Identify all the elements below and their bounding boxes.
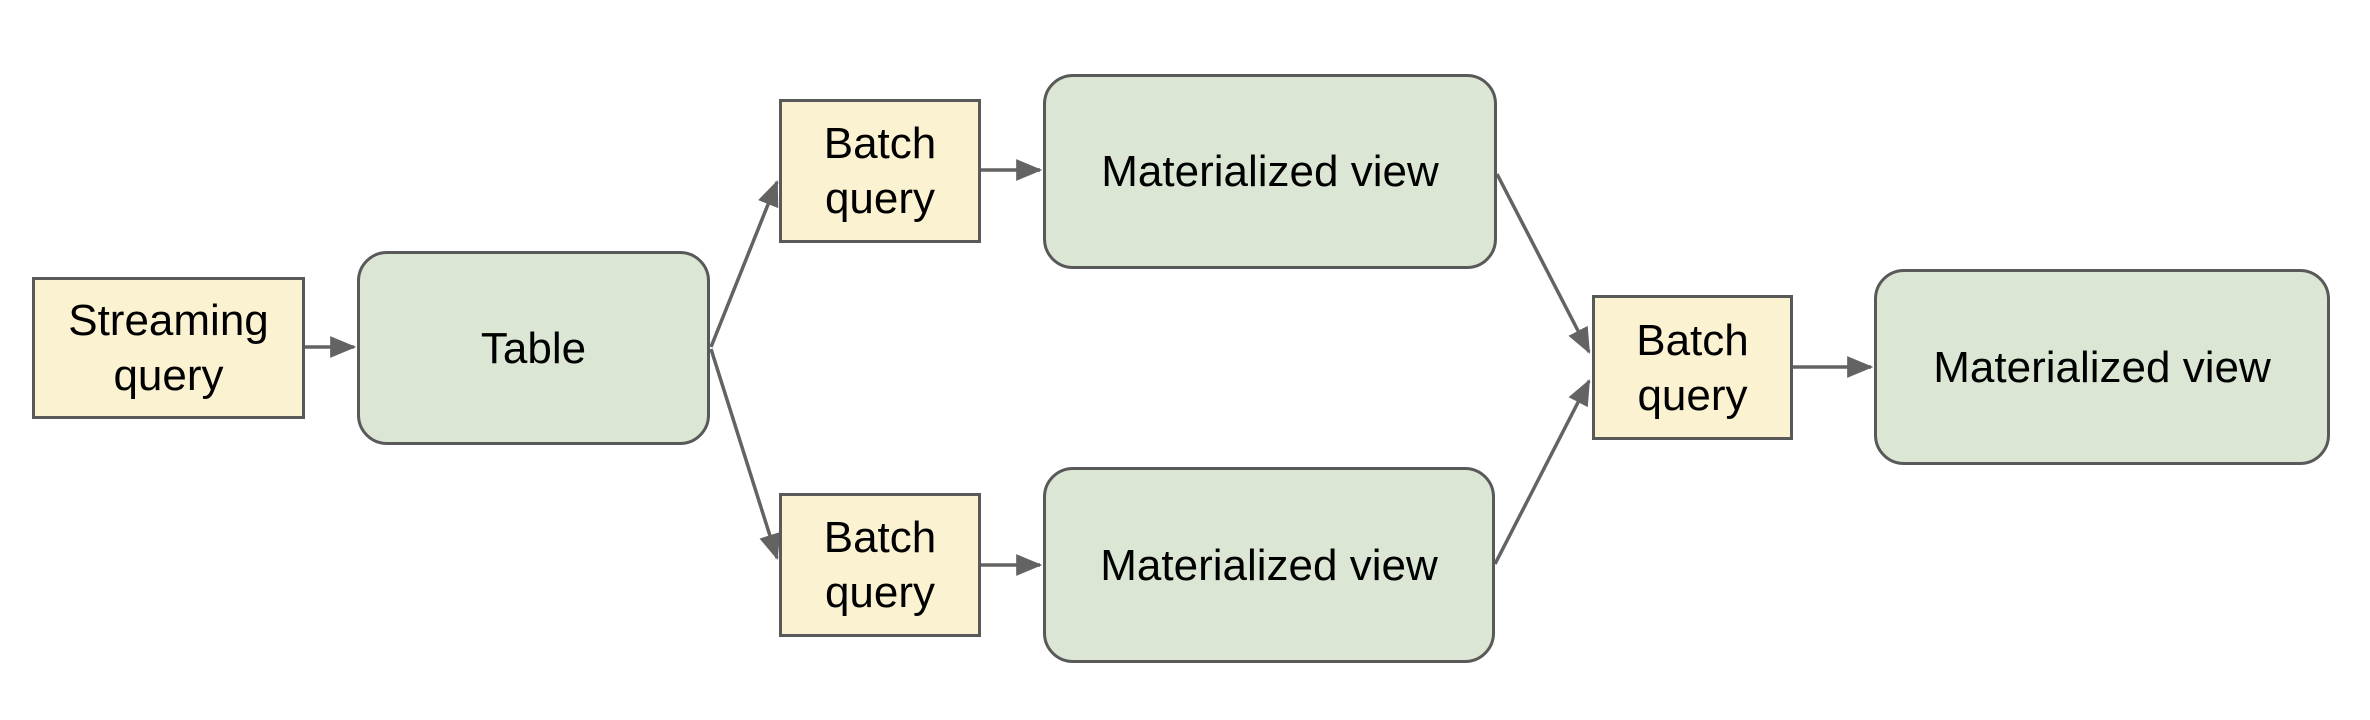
connector-mv-bottom-to-batch-final	[1493, 379, 1591, 565]
node-batch-query-final: Batch query	[1592, 295, 1793, 440]
node-materialized-view-bottom: Materialized view	[1043, 467, 1495, 663]
node-materialized-view-final: Materialized view	[1874, 269, 2330, 465]
node-table: Table	[357, 251, 710, 445]
node-batch-query-bottom: Batch query	[779, 493, 981, 637]
node-materialized-view-top: Materialized view	[1043, 74, 1497, 269]
connector-mv-top-to-batch-final	[1495, 173, 1591, 354]
connector-table-to-batch-top	[709, 179, 779, 348]
node-streaming-query: Streaming query	[32, 277, 305, 419]
node-batch-query-top: Batch query	[779, 99, 981, 243]
connector-table-to-batch-bottom	[709, 348, 781, 561]
